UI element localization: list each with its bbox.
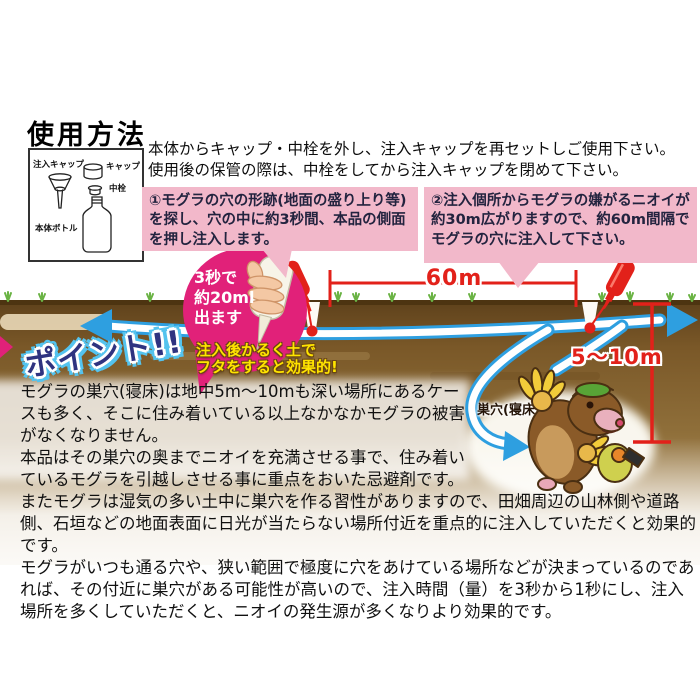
mole-character-icon: [517, 367, 645, 494]
tunnel-arrow-left-icon: [80, 309, 112, 343]
step-1-balloon-tail: [262, 249, 292, 278]
step-2-balloon-tail: [498, 261, 540, 288]
nest-label: 巣穴(寝床): [477, 403, 541, 418]
injection-point-icon: [584, 322, 596, 334]
tunnel-arrow-right-icon: [667, 303, 698, 337]
depth-5-10m-line: [633, 302, 671, 444]
intro-text: 本体からキャップ・中栓を外し、注入キャップを再セットしご使用下さい。 使用後の保…: [148, 139, 696, 181]
step-1-box: ①モグラの穴の形跡(地面の盛り上り等)を探し、穴の中に約3秒間、本品の側面を押し…: [142, 187, 418, 251]
injection-cap-label: 注入キャップ: [33, 160, 85, 170]
cover-tip: 注入後かるく土で フタをすると効果的!: [196, 341, 338, 376]
mole-tunnel: [80, 303, 698, 461]
injection-site-2: [582, 259, 635, 334]
step-2-box: ②注入個所からモグラの嫌がるニオイが約30m広がりますので、約60m間隔でモグラ…: [424, 187, 697, 263]
points-para-3: またモグラは湿気の多い土中に巣穴を作る習性がありますので、田畑周辺の山林側や道路…: [20, 492, 697, 555]
points-para-1: モグラの巣穴(寝床)は地中5m〜10mも深い場所にあるケースも多く、そこに住み着…: [20, 382, 466, 445]
page-title: 使用方法: [27, 120, 147, 151]
points-para-2: 本品はその巣穴の奥までニオイを充満させる事で、住み着いているモグラを引越しさせる…: [20, 448, 465, 489]
distance-60m-label: 60m: [425, 266, 483, 291]
balloon-edge-wedge: [0, 336, 13, 358]
points-para-4: モグラがいつも通る穴や、狭い範囲で極度に穴をあけている場所などが決まっているので…: [20, 558, 695, 621]
grass-icon: [4, 291, 696, 302]
step-2-text: ②注入個所からモグラの嫌がるニオイが約30m広がりますので、約60m間隔でモグラ…: [431, 193, 690, 248]
points-text: モグラの巣穴(寝床)は地中5m〜10mも深い場所にあるケースも多く、そこに住み着…: [20, 381, 696, 623]
squeeze-balloon: 3秒で 約20ml 出ます: [183, 248, 307, 372]
cap-label: キャップ: [106, 162, 141, 172]
step-1-text: ①モグラの穴の形跡(地面の盛り上り等)を探し、穴の中に約3秒間、本品の側面を押し…: [149, 193, 407, 248]
intro-line-1: 本体からキャップ・中栓を外し、注入キャップを再セットしご使用下さい。: [148, 140, 676, 158]
bottle-diagram: 注入キャップ キャップ 中栓 本体ボトル: [28, 148, 144, 262]
inner-plug-label: 中栓: [109, 184, 127, 194]
bottle-diagram-art: [48, 163, 112, 253]
injection-point-icon: [306, 325, 318, 337]
tunnel-arrow-nest-icon: [503, 431, 530, 461]
squeeze-note: 3秒で 約20ml 出ます: [194, 268, 255, 327]
bottle-label: 本体ボトル: [35, 224, 78, 234]
intro-line-2: 使用後の保管の際は、中栓をしてから注入キャップを閉めて下さい。: [148, 161, 629, 179]
injector-bottle-icon: [603, 259, 635, 309]
depth-label: 5〜10m: [571, 345, 663, 369]
